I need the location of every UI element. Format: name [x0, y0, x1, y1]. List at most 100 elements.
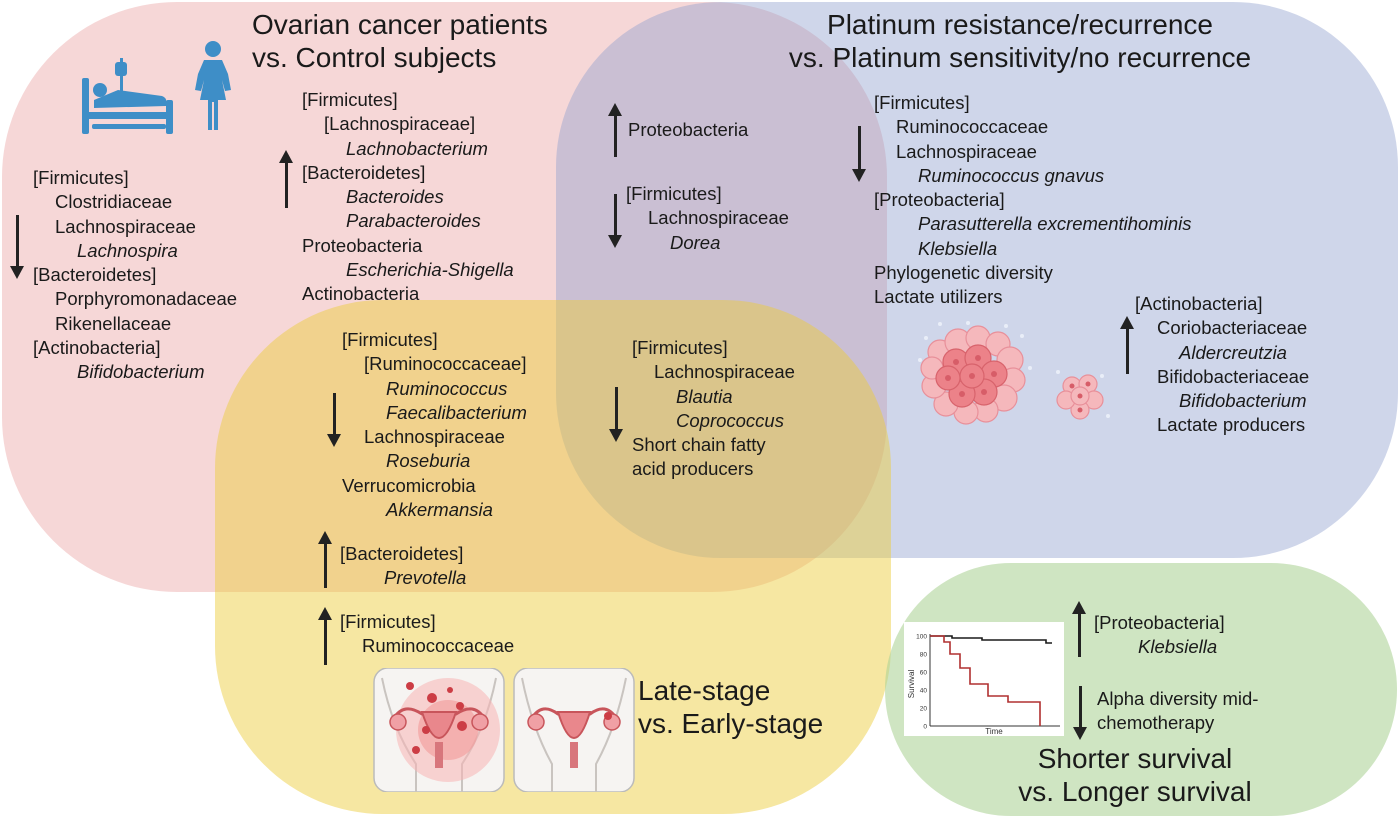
decrease-arrow-icon [1073, 686, 1087, 740]
taxon-line: [Firmicutes] [340, 611, 436, 632]
taxon-line: Ruminococcus [386, 377, 508, 399]
taxon-line: Ruminococcus gnavus [918, 164, 1105, 186]
taxon-line: Lachnospiraceae [654, 361, 795, 383]
patient-in-bed-icon [82, 58, 173, 134]
km-ytick-label: 0 [923, 724, 927, 731]
taxon-line: Aldercreutzia [1179, 341, 1287, 363]
tumor-cells-icon [918, 321, 1110, 425]
taxon-line: Lactate utilizers [874, 286, 1003, 308]
taxon-line: [Firmicutes] [302, 89, 398, 110]
taxon-line: Roseburia [386, 450, 471, 472]
taxon-line: Lachnospiraceae [55, 215, 196, 237]
title-line: Shorter survival [1037, 743, 1233, 774]
taxon-line: Proteobacteria [628, 119, 749, 140]
taxon-line: [Ruminococcaceae] [364, 353, 527, 375]
title-line: vs. Platinum sensitivity/no recurrence [788, 42, 1252, 73]
taxon-line: [Firmicutes] [626, 183, 722, 204]
km-ylabel: Survival [907, 670, 916, 699]
increase-arrow-icon [318, 607, 332, 665]
km-ytick-label: 60 [920, 670, 928, 677]
overlap-ovarian-platinum-increased-list: Proteobacteria [628, 118, 748, 142]
taxon-line: [Firmicutes] [342, 329, 438, 350]
title-line: vs. Control subjects [252, 42, 497, 73]
taxon-line: Porphyromonadaceae [55, 288, 238, 310]
taxon-line: Phylogenetic diversity [874, 262, 1053, 284]
taxon-line: [Proteobacteria] [1094, 612, 1225, 633]
taxon-line: [Bacteroidetes] [340, 543, 464, 564]
increase-arrow-icon [1120, 316, 1134, 374]
km-ytick-label: 40 [920, 688, 928, 695]
taxon-line: Bacteroides [346, 186, 444, 208]
km-ytick-label: 100 [916, 634, 927, 641]
taxon-line: Ruminococcaceae [896, 116, 1049, 138]
taxon-line: Coprococcus [676, 409, 784, 431]
taxon-line: Lactate producers [1157, 414, 1306, 436]
km-ytick-label: 20 [920, 706, 928, 713]
taxon-line: Dorea [670, 231, 721, 253]
overlap-ovarian-stage-increased-list: [Bacteroidetes] Prevotella [340, 542, 466, 591]
survival-decreased-list: Alpha diversity mid-chemotherapy [1097, 687, 1258, 736]
taxon-line: [Bacteroidetes] [33, 264, 157, 286]
title-line: Late-stage [638, 675, 771, 706]
taxon-line: Faecalibacterium [386, 401, 527, 423]
decrease-arrow-icon [852, 126, 866, 182]
taxon-line: [Proteobacteria] [874, 189, 1005, 211]
taxon-line: acid producers [632, 458, 754, 480]
title-line: Platinum resistance/recurrence [827, 9, 1213, 40]
overlap-ovarian-stage-decreased-list: [Firmicutes] [Ruminococcaceae]Ruminococcu… [342, 328, 527, 522]
taxon-line: [Lachnospiraceae] [324, 113, 476, 135]
taxon-line: chemotherapy [1097, 712, 1215, 734]
ovarian-increased-list: [Firmicutes] [Lachnospiraceae]Lachnobacte… [302, 88, 514, 307]
taxon-line: [Firmicutes] [33, 167, 129, 188]
taxon-line: Bifidobacteriaceae [1157, 365, 1310, 387]
taxon-line: Alpha diversity mid- [1097, 688, 1259, 709]
taxon-line: [Firmicutes] [874, 92, 970, 113]
km-xlabel: Time [985, 727, 1003, 736]
taxon-line: [Actinobacteria] [1135, 293, 1263, 314]
taxon-line: Klebsiella [918, 237, 998, 259]
survival-title: Shorter survival vs. Longer survival [990, 742, 1280, 808]
taxon-line: Parabacteroides [346, 210, 481, 232]
uterus-late-stage-icon [373, 668, 505, 792]
decrease-arrow-icon [10, 215, 24, 279]
taxon-line: Bifidobacterium [1179, 390, 1307, 412]
taxon-line: [Firmicutes] [632, 337, 728, 358]
ovarian-vs-control-title: Ovarian cancer patients vs. Control subj… [252, 8, 548, 74]
increase-arrow-icon [1072, 601, 1086, 657]
taxon-line: [Actinobacteria] [33, 337, 161, 359]
taxon-line: Short chain fatty [632, 434, 766, 456]
title-line: Ovarian cancer patients [252, 9, 548, 40]
taxon-line: Lachnobacterium [346, 137, 488, 159]
taxon-line: Coriobacteriaceae [1157, 317, 1308, 339]
km-curve-shorter-survival [930, 635, 1041, 726]
title-line: vs. Early-stage [638, 708, 824, 739]
taxon-line: Clostridiaceae [55, 191, 173, 213]
title-line: vs. Longer survival [1018, 776, 1252, 807]
survival-curve-icon: 100 80 60 40 20 0 Survival Time [904, 622, 1064, 736]
uterus-early-stage-icon [513, 668, 635, 792]
taxon-line: Actinobacteria [302, 283, 420, 305]
decrease-arrow-icon [327, 393, 341, 447]
taxon-line: Rikenellaceae [55, 312, 172, 334]
taxon-line: Ruminococcaceae [362, 635, 515, 657]
survival-increased-list: [Proteobacteria]Klebsiella [1094, 611, 1225, 660]
taxon-line: Lachnospiraceae [648, 207, 789, 229]
taxon-line: Proteobacteria [302, 234, 423, 256]
taxon-line: Prevotella [384, 567, 467, 589]
taxon-line: Blautia [676, 385, 733, 407]
taxon-line: [Bacteroidetes] [302, 161, 426, 183]
km-ytick-label: 80 [920, 652, 928, 659]
taxon-line: Lachnospiraceae [896, 140, 1037, 162]
stage-title: Late-stage vs. Early-stage [638, 674, 823, 740]
stage-increased-list: [Firmicutes] Ruminococcaceae [340, 610, 514, 659]
taxon-line: Verrucomicrobia [342, 474, 476, 496]
increase-arrow-icon [608, 103, 622, 157]
taxon-line: Bifidobacterium [77, 361, 205, 383]
km-curve-longer-survival [930, 635, 1052, 644]
decrease-arrow-icon [608, 194, 622, 248]
